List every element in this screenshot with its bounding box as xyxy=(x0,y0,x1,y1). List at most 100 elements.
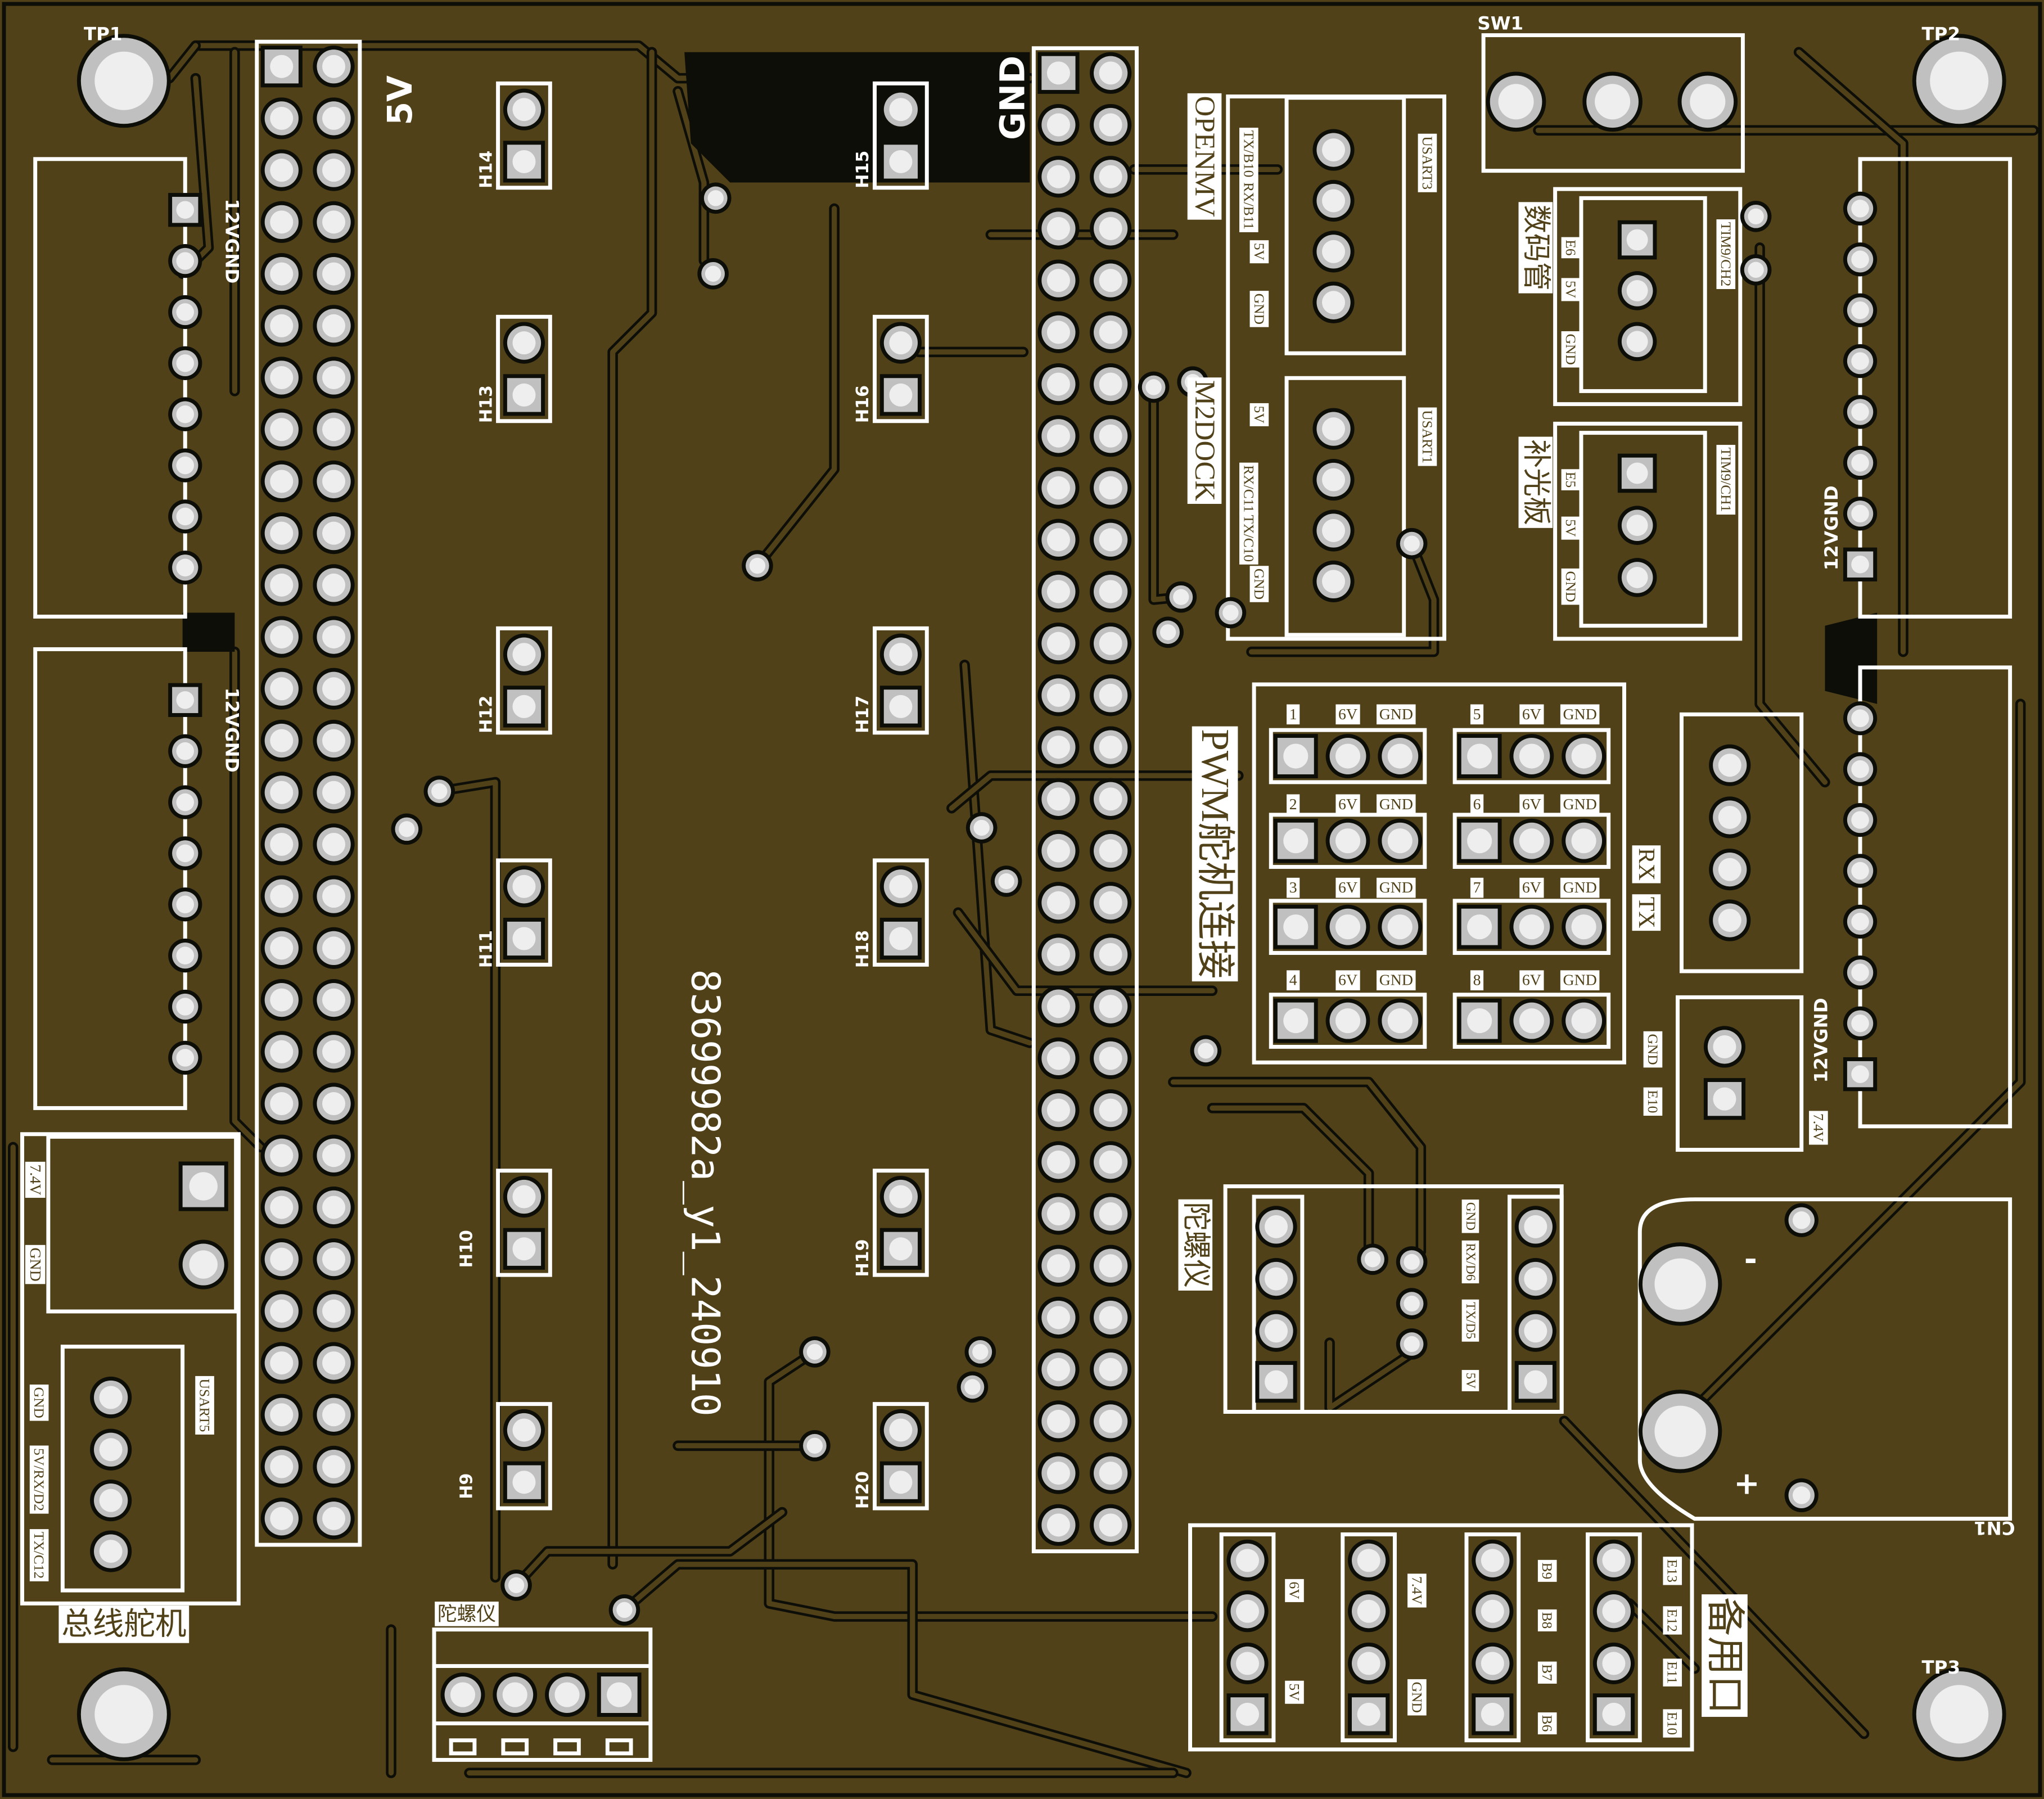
aux-power-pin xyxy=(1703,1026,1746,1068)
label-background xyxy=(1470,794,1484,815)
jumper-pin xyxy=(503,686,545,728)
usart5-pin xyxy=(90,1428,132,1471)
pwm-channel-8-label: 8 xyxy=(1473,972,1481,989)
header-pin xyxy=(1037,674,1080,716)
label-background xyxy=(1643,1031,1663,1068)
spare-header-outline xyxy=(1341,1532,1397,1743)
jumper-pin xyxy=(503,1228,545,1270)
jumper-label-h20: H20 xyxy=(853,1471,873,1509)
display-title: 数码管 xyxy=(1520,205,1551,291)
pwm-gnd-label: GND xyxy=(1379,706,1413,723)
spare-pin xyxy=(1472,1590,1514,1633)
connector-pin xyxy=(168,193,202,227)
via xyxy=(1165,581,1197,613)
m2dock-gnd-label-group: GND xyxy=(1249,566,1269,602)
label-background xyxy=(1663,1606,1682,1635)
label-background xyxy=(1377,877,1416,898)
m2dock-tx-label: TX/C10 xyxy=(1240,515,1257,562)
copper-trace-fill xyxy=(621,1562,1189,1776)
pwm-pin xyxy=(1457,818,1502,863)
battery-connector-outline xyxy=(1637,1197,2013,1521)
header-pin xyxy=(1090,1245,1132,1287)
header-pin xyxy=(1090,52,1132,94)
pwm-pin xyxy=(1325,904,1370,949)
label-background xyxy=(195,1376,214,1435)
usart3-label: USART3 xyxy=(1419,136,1436,190)
usart3-pin xyxy=(1312,281,1355,323)
header-pin xyxy=(313,1498,355,1540)
pwm-channel-5-label-group: 5 xyxy=(1470,704,1484,725)
label-background xyxy=(1187,377,1222,504)
spare-74v-label-group: 7.4V xyxy=(1407,1573,1427,1608)
ground-pour xyxy=(684,52,1030,183)
header-pin xyxy=(260,1186,303,1229)
battery-mount xyxy=(1784,1478,1819,1513)
display-title-group: 数码管 xyxy=(1518,202,1553,294)
pwm-pin xyxy=(1509,904,1554,949)
spare-pin xyxy=(1348,1693,1390,1735)
display-pin xyxy=(1617,322,1657,362)
label-background xyxy=(1287,794,1300,815)
jumper-label-h17: H17 xyxy=(853,696,873,733)
header-pin xyxy=(260,512,303,554)
pwm-6v-label: 6V xyxy=(1338,972,1357,989)
pwm-pin xyxy=(1509,818,1554,863)
spare-pin xyxy=(1348,1590,1390,1633)
gyro-rx-label-group: RX/D6 xyxy=(1461,1240,1479,1284)
header-pin xyxy=(260,772,303,814)
header-pin xyxy=(1090,674,1132,716)
spare-header-outline xyxy=(1464,1532,1521,1743)
via xyxy=(1740,200,1772,232)
bus-servo-title-group: 总线舵机 xyxy=(58,1606,189,1643)
spare-title: 备用口 xyxy=(1703,1597,1746,1715)
mounting-hole xyxy=(1912,1667,2006,1761)
header-pin xyxy=(313,305,355,347)
pwm-title: PWM舵机连接 xyxy=(1193,729,1237,979)
center-header-gnd-label: GND xyxy=(993,56,1032,140)
pwm-pin xyxy=(1378,904,1423,949)
pwm-gnd-label-group: GND xyxy=(1560,794,1600,815)
pwm-pin xyxy=(1457,904,1502,949)
left-12vgnd-label-1: 12VGND xyxy=(222,199,243,283)
label-background xyxy=(25,1161,46,1198)
via xyxy=(1152,616,1184,648)
label-background xyxy=(1716,219,1736,290)
spare-pin xyxy=(1472,1642,1514,1685)
spare-b-label: B6 xyxy=(1539,1715,1555,1732)
fill-light-pin xyxy=(1617,558,1657,597)
gyro-connector-tab xyxy=(501,1738,529,1756)
jumper-outline xyxy=(873,626,929,735)
gyro-rx-label: RX/D6 xyxy=(1463,1243,1478,1281)
jumper-outline xyxy=(496,858,552,967)
label-background xyxy=(1377,704,1416,725)
copper-trace-fill xyxy=(955,910,1215,994)
gyro-pin xyxy=(1255,1257,1297,1300)
jumper-pin xyxy=(879,917,922,960)
header-pin xyxy=(260,357,303,399)
pwm-gnd-label-group: GND xyxy=(1377,794,1416,815)
rx-label: RX xyxy=(1634,848,1659,881)
display-e6-label-group: E6 xyxy=(1561,237,1581,259)
pwm-pin xyxy=(1378,818,1423,863)
connector-pin xyxy=(168,397,202,431)
via xyxy=(608,1594,640,1626)
rxtx-connector xyxy=(1679,712,1804,973)
spare-pin xyxy=(1226,1590,1269,1633)
connector-pin xyxy=(168,989,202,1024)
display-connector xyxy=(1579,196,1707,393)
connector-pin xyxy=(168,499,202,534)
header-pin xyxy=(1037,882,1080,924)
pwm-channel-2-label: 2 xyxy=(1289,796,1297,813)
jumper-label-h19-group: H19 xyxy=(853,1239,873,1277)
label-background xyxy=(1663,1557,1682,1585)
m2dock-gnd-label: GND xyxy=(1251,569,1267,599)
gyro-pin xyxy=(1514,1310,1556,1352)
connector-pin xyxy=(168,939,202,973)
connector-pin xyxy=(1843,293,1878,327)
header-pin xyxy=(1090,1400,1132,1442)
fill-light-timer-label: TIM9/CH1 xyxy=(1718,448,1734,512)
switch-pin xyxy=(1486,71,1546,132)
header-pin xyxy=(313,1134,355,1176)
header-pin xyxy=(313,1290,355,1332)
tp3-label-group: TP3 xyxy=(1922,1657,1960,1678)
